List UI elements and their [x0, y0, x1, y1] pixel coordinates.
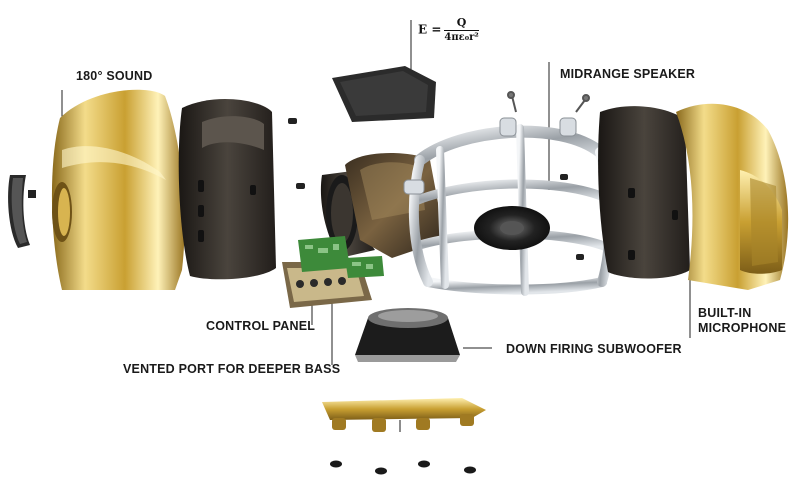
label-microphone-line1: BUILT-IN [698, 306, 752, 320]
gold-front-shell [51, 89, 185, 291]
midrange-driver [474, 206, 550, 250]
screws-left [288, 118, 305, 189]
label-180-sound: 180° SOUND [76, 69, 153, 83]
top-plate [332, 66, 436, 122]
label-built-in-microphone: BUILT-IN MICROPHONE [698, 306, 786, 336]
right-inner-shell [560, 106, 690, 279]
label-vented-port: VENTED PORT FOR DEEPER BASS [123, 362, 341, 376]
label-microphone-line2: MICROPHONE [698, 321, 787, 335]
formula-numerator: Q [444, 16, 479, 31]
rubber-feet [330, 460, 476, 475]
pcb-board [298, 236, 384, 278]
label-down-firing-subwoofer: DOWN FIRING SUBWOOFER [506, 342, 682, 356]
cage-brackets [403, 117, 577, 195]
formula-lhs: E = [418, 22, 442, 37]
label-midrange-speaker: MIDRANGE SPEAKER [560, 67, 696, 81]
subwoofer [355, 308, 460, 362]
gold-base-plate [322, 398, 486, 432]
screws-top [507, 91, 590, 113]
label-control-panel: CONTROL PANEL [206, 319, 316, 333]
left-inner-shell [178, 99, 276, 280]
gold-back-shell [676, 103, 789, 290]
formula-denominator: 4πε₀r² [444, 32, 479, 43]
left-grille-plate [8, 175, 36, 248]
